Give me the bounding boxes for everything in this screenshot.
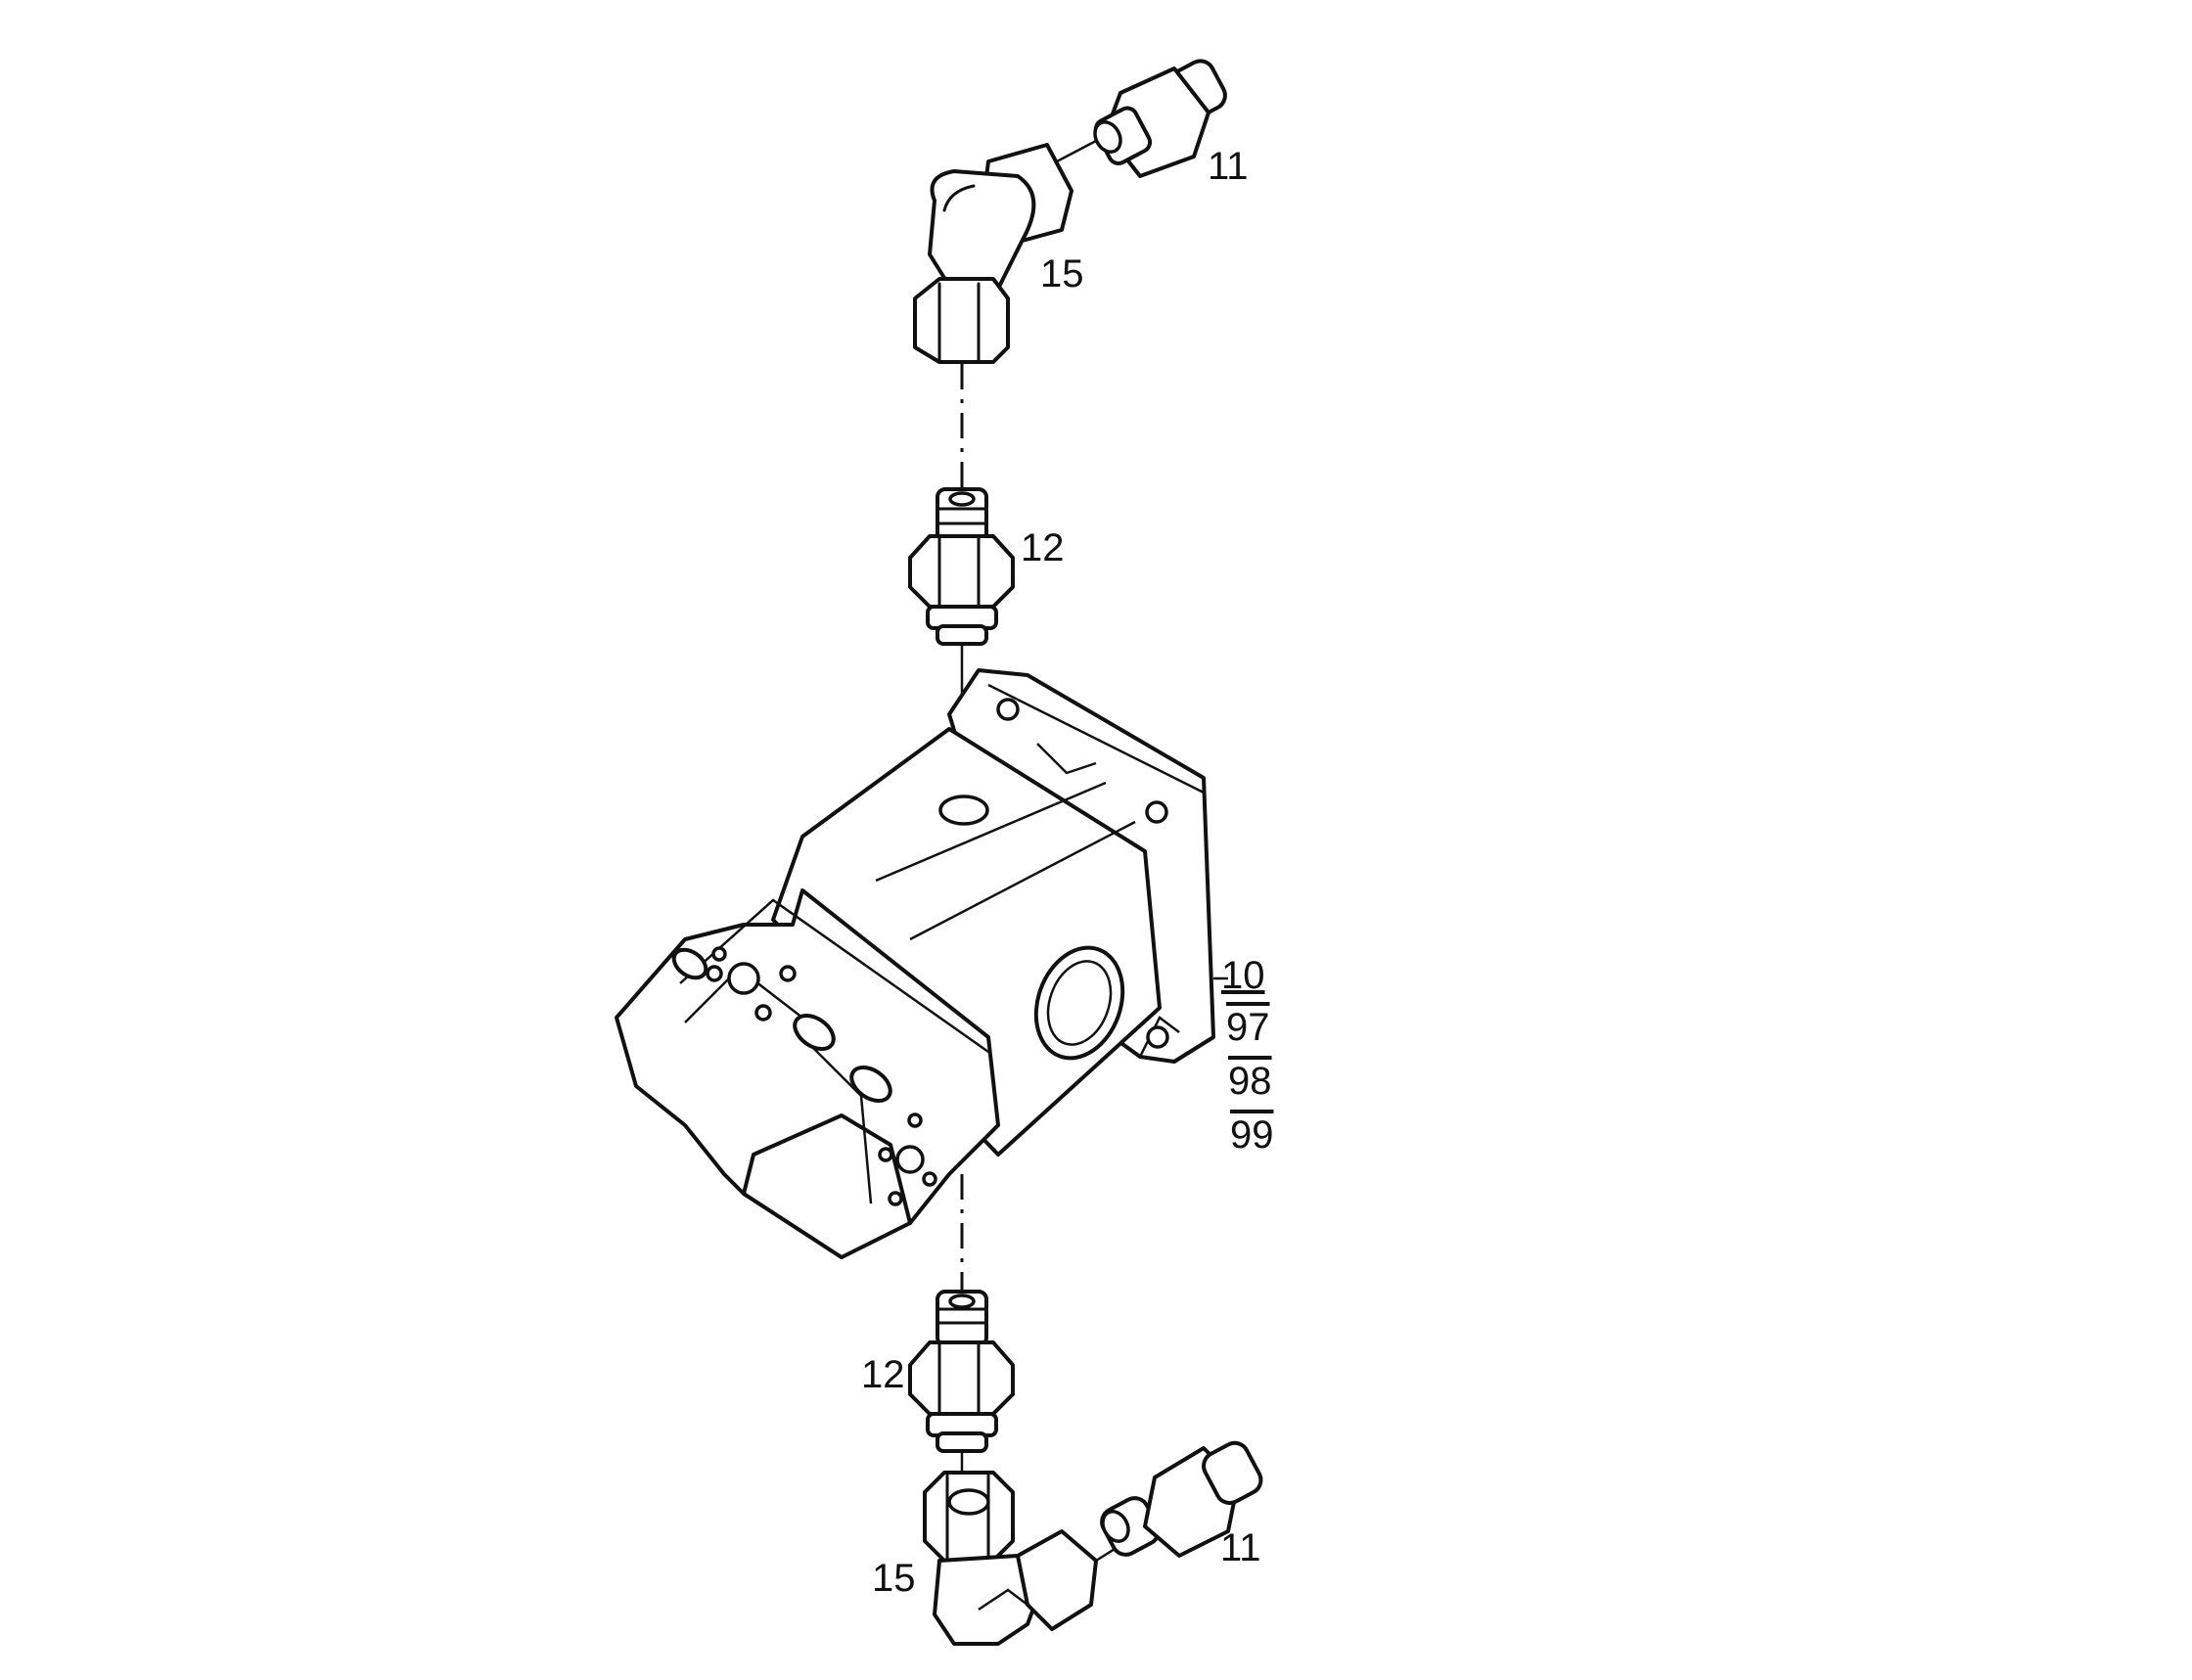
callout-98: 98	[1228, 1060, 1272, 1103]
callout-15-bottom: 15	[872, 1557, 916, 1600]
leader-line	[1056, 139, 1097, 163]
adapter-12-top	[908, 487, 1015, 646]
callout-12-top: 12	[1021, 526, 1065, 569]
fitting-11-bottom	[1100, 1440, 1263, 1558]
callout-15-top: 15	[1040, 252, 1084, 295]
adapter-12-bottom	[908, 1290, 1015, 1453]
elbow-15-bottom	[923, 1471, 1098, 1646]
callout-97: 97	[1226, 1006, 1270, 1049]
callout-11-bottom: 11	[1220, 1526, 1261, 1569]
callout-99: 99	[1230, 1113, 1274, 1157]
fitting-11-top	[1093, 59, 1227, 178]
callout-10: 10	[1221, 954, 1265, 997]
callout-11-top: 11	[1208, 145, 1249, 188]
callout-12-bottom: 12	[861, 1353, 905, 1396]
elbow-15-top	[913, 143, 1073, 364]
pump-body-10	[615, 668, 1215, 1259]
